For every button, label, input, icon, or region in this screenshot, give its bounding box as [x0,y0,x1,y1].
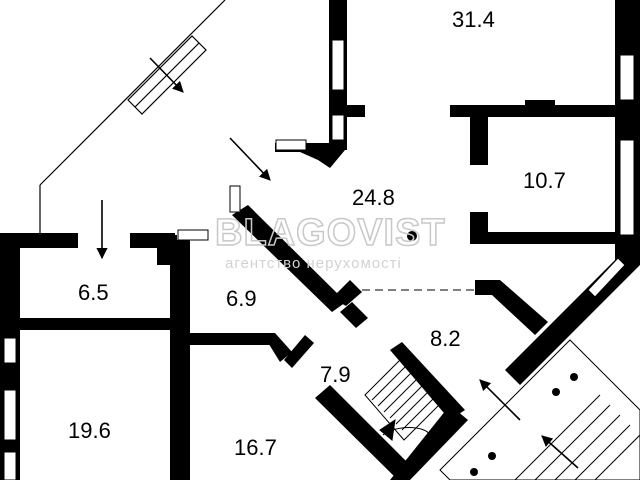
room-area-8-2: 8.2 [430,326,461,351]
room-labels: 31.4 10.7 24.8 6.5 6.9 8.2 7.9 19.6 16.7 [68,7,566,460]
entry-arrows [96,57,579,469]
staircase [364,359,441,441]
outer-thin-walls [39,0,226,235]
exterior-steps [439,339,640,480]
step-dots [470,373,578,476]
windows [3,39,635,480]
room-area-19-6: 19.6 [68,418,111,443]
room-area-16-7: 16.7 [234,435,277,460]
watermark: BLAGOVIST агентство нерухомості [214,211,446,272]
room-area-6-5: 6.5 [78,280,109,305]
watermark-brand: BLAGOVIST [215,212,446,254]
room-area-24-8: 24.8 [352,185,395,210]
room-area-7-9: 7.9 [320,362,351,387]
watermark-tagline: агентство нерухомості [225,255,402,272]
room-area-10-7: 10.7 [523,168,566,193]
room-area-31-4: 31.4 [452,7,495,32]
room-area-6-9: 6.9 [226,286,257,311]
center-dot [407,231,417,241]
